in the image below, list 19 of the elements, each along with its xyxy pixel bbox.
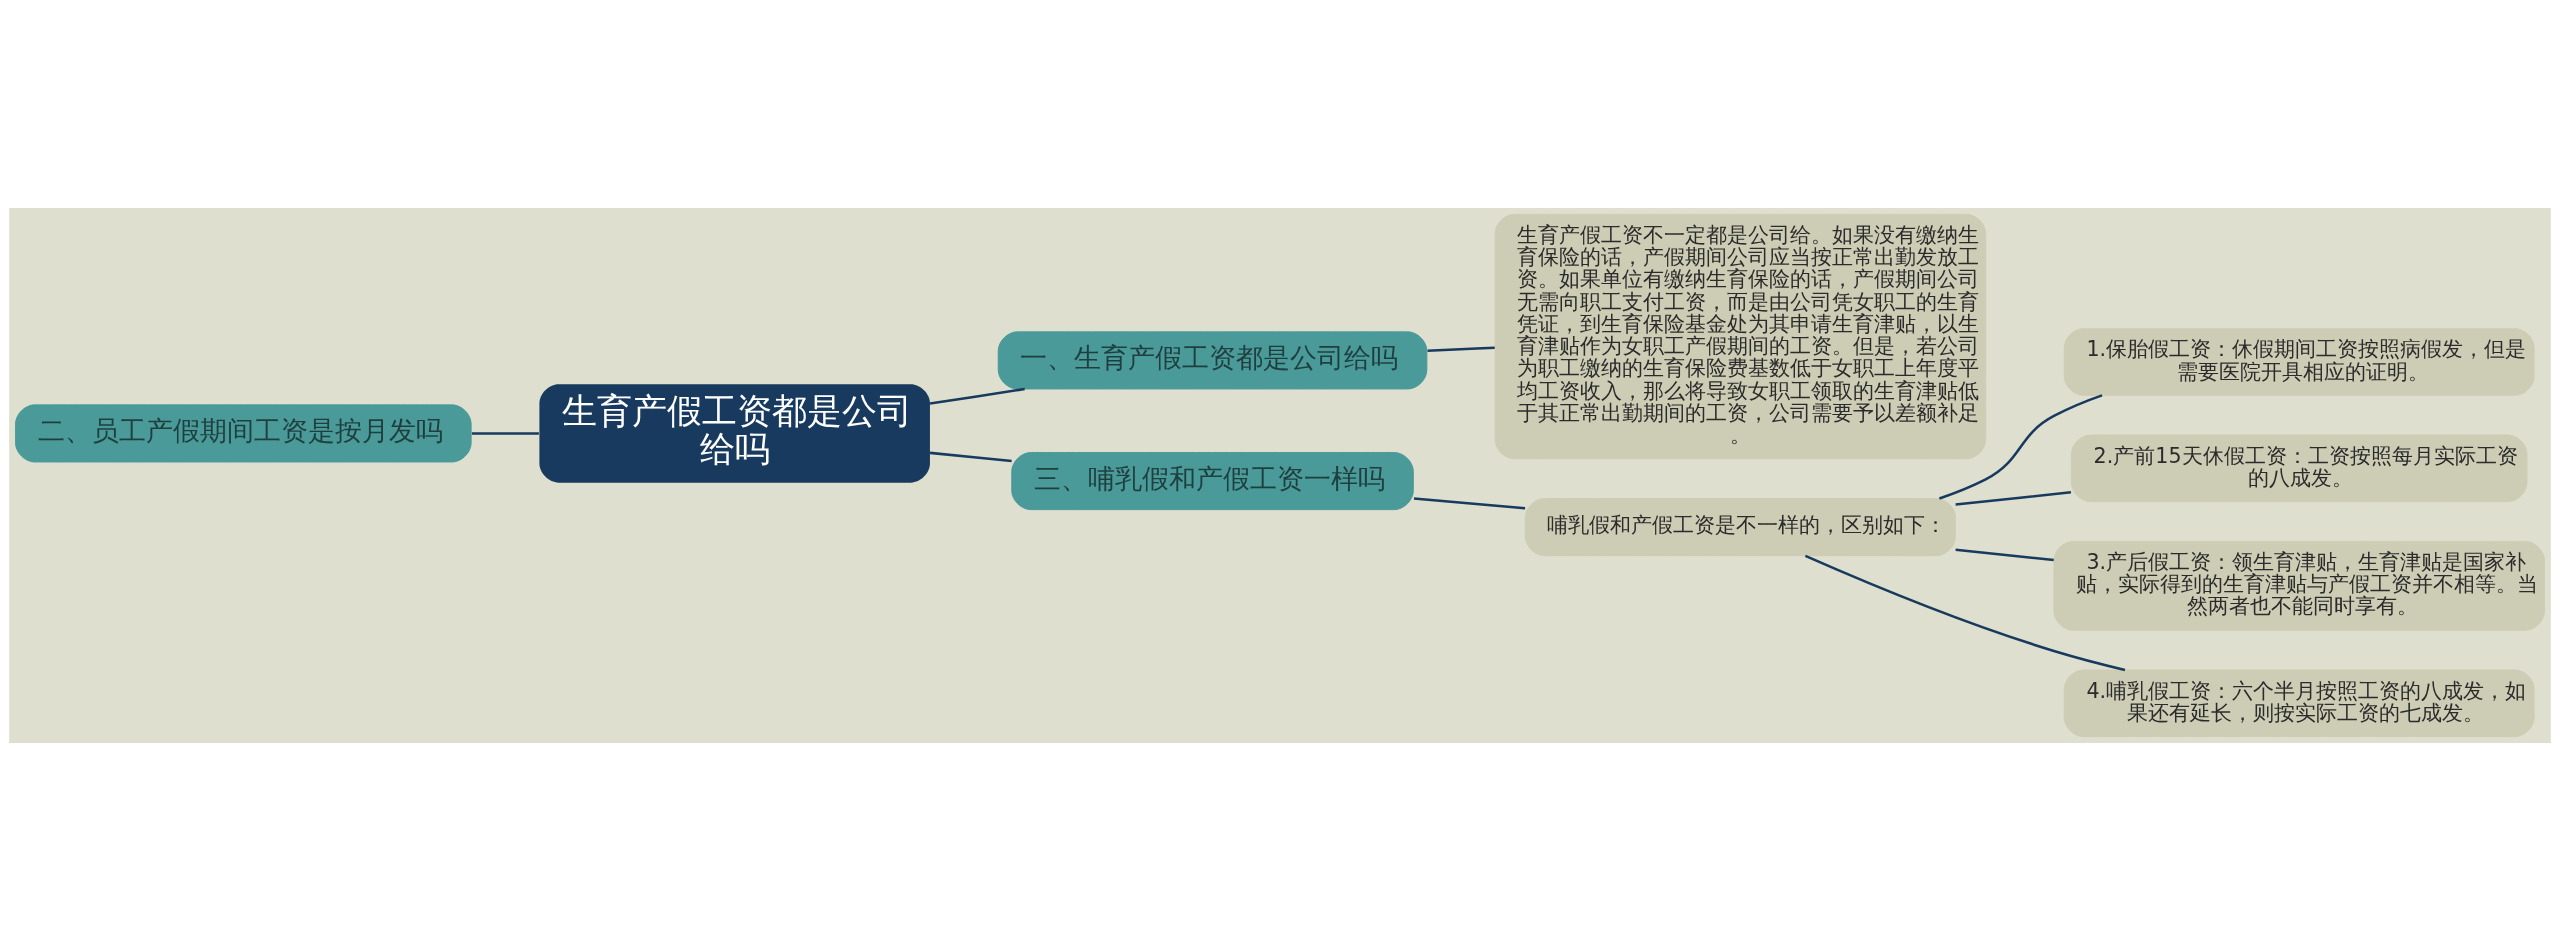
node-box: 4.哺乳假工资：六个半月按照工资的八成发，如果还有延长，则按实际工资的七成发。 xyxy=(2063,669,2535,738)
connector xyxy=(1427,346,1495,352)
connector xyxy=(1804,554,2126,672)
node-box: 一、生育产假工资都是公司给吗 xyxy=(997,331,1428,390)
node-box: 3.产后假工资：领生育津贴，生育津贴是国家补贴，实际得到的生育津贴与产假工资并不相等。当然两者也不能同时享有。 xyxy=(2053,540,2545,631)
node-box: 2.产前15天休假工资：工资按照每月实际工资的八成发。 xyxy=(2070,434,2528,503)
node-box: 生育产假工资都是公司给吗 xyxy=(539,384,930,483)
connector xyxy=(1955,548,2054,562)
connector xyxy=(1413,497,1526,510)
node-box: 生育产假工资不一定都是公司给。如果没有缴纳生育保险的话，产假期间公司应当按正常出勤发放工资。如果单位有缴纳生育保险的话，产假期间公司无需向职工支付工资，而是由公司凭女职工的生育凭证，到生育保险基金处为其申请生育津贴，以生育津贴作为女职工产假期间的工资。但是，若公司为职工缴纳的生育保险费基数低于女职工上年度平均工资收入，那么将导致女职工领取的生育津贴低于其正常出勤期间的工资，公司需要予以差额补足。 xyxy=(1494,213,1987,460)
connector xyxy=(929,451,1012,463)
connector xyxy=(929,387,1025,405)
connector xyxy=(1939,394,2103,500)
connector xyxy=(471,432,539,435)
node-box: 三、哺乳假和产假工资一样吗 xyxy=(1011,452,1414,511)
node-box: 哺乳假和产假工资是不一样的，区别如下： xyxy=(1524,498,1956,557)
node-box: 二、员工产假期间工资是按月发吗 xyxy=(15,404,472,463)
node-box: 1.保胎假工资：休假期间工资按照病假发，但是需要医院开具相应的证明。 xyxy=(2063,328,2535,396)
connector xyxy=(1955,491,2072,506)
